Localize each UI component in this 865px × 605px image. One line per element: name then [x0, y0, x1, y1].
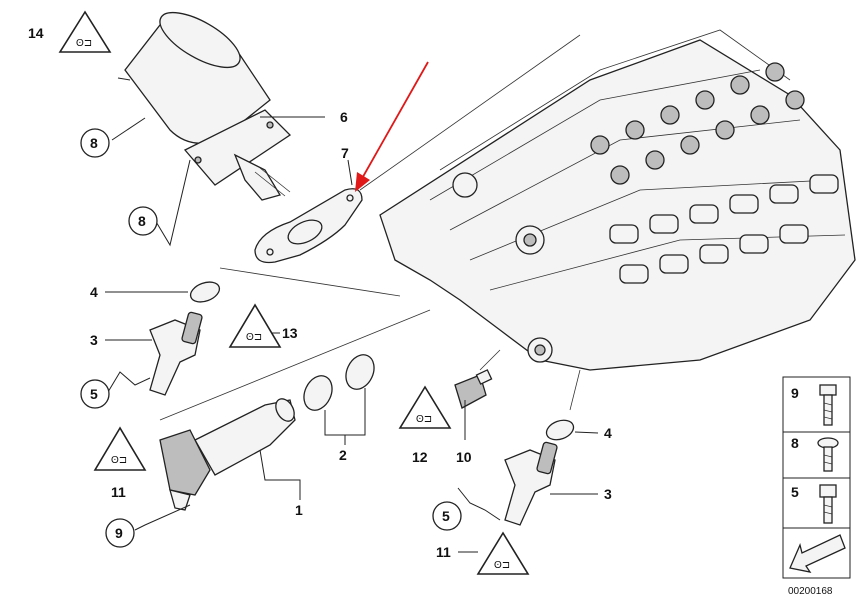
doc-number: 00200168 [788, 586, 833, 597]
bolt-5-icon [819, 484, 837, 524]
bolt-9-icon [819, 384, 837, 426]
label-4a: 4 [90, 284, 98, 300]
svg-text:ʘ⊐: ʘ⊐ [494, 560, 510, 571]
label-5a: 5 [90, 386, 98, 402]
label-7: 7 [341, 145, 349, 161]
svg-text:ʘ⊐: ʘ⊐ [416, 414, 432, 425]
label-9: 9 [115, 525, 123, 541]
o-ring-lower [545, 419, 575, 441]
legend-label-5: 5 [791, 484, 799, 500]
warning-triangle-11b: ʘ⊐ [476, 531, 530, 575]
label-11b: 11 [436, 544, 451, 560]
camshaft-sensor-upper [149, 311, 203, 396]
legend-label-9: 9 [791, 385, 799, 401]
svg-text:ʘ⊐: ʘ⊐ [246, 332, 262, 343]
label-12: 12 [412, 449, 428, 465]
label-1: 1 [295, 502, 303, 518]
o-ring-upper [189, 281, 221, 303]
valve-springs [590, 62, 805, 185]
label-2: 2 [339, 447, 347, 463]
label-13: 13 [282, 325, 298, 341]
vanos-solenoid [124, 11, 292, 201]
label-5b: 5 [442, 508, 450, 524]
temperature-sensor [454, 369, 493, 409]
svg-text:ʘ⊐: ʘ⊐ [111, 455, 127, 466]
cylinder-head [379, 29, 856, 371]
legend-label-8: 8 [791, 435, 799, 451]
gasket [254, 188, 363, 264]
o-ring-2b [345, 354, 375, 390]
label-8a: 8 [90, 135, 98, 151]
leader-lines [105, 34, 599, 553]
label-8b: 8 [138, 213, 146, 229]
bolt-legend: 9 8 5 00200168 [782, 376, 851, 597]
red-pointer-arrow [355, 61, 429, 192]
label-3a: 3 [90, 332, 98, 348]
label-6: 6 [340, 109, 348, 125]
label-11a: 11 [111, 484, 126, 500]
label-14: 14 [28, 25, 44, 41]
bolt-8-icon [817, 437, 839, 472]
warning-triangle-13: ʘ⊐ [228, 303, 282, 348]
direction-arrow-icon [789, 534, 846, 573]
intake-ports [609, 174, 839, 284]
warning-triangle-12: ʘ⊐ [398, 385, 452, 429]
svg-text:ʘ⊐: ʘ⊐ [76, 38, 92, 49]
o-ring-2a [303, 375, 333, 411]
vanos-valve [159, 398, 296, 511]
label-4b: 4 [604, 425, 612, 441]
warning-triangle-14: ʘ⊐ [58, 10, 112, 53]
label-10: 10 [456, 449, 472, 465]
warning-triangle-11a: ʘ⊐ [93, 426, 147, 471]
camshaft-sensor-lower [504, 441, 558, 526]
label-3b: 3 [604, 486, 612, 502]
